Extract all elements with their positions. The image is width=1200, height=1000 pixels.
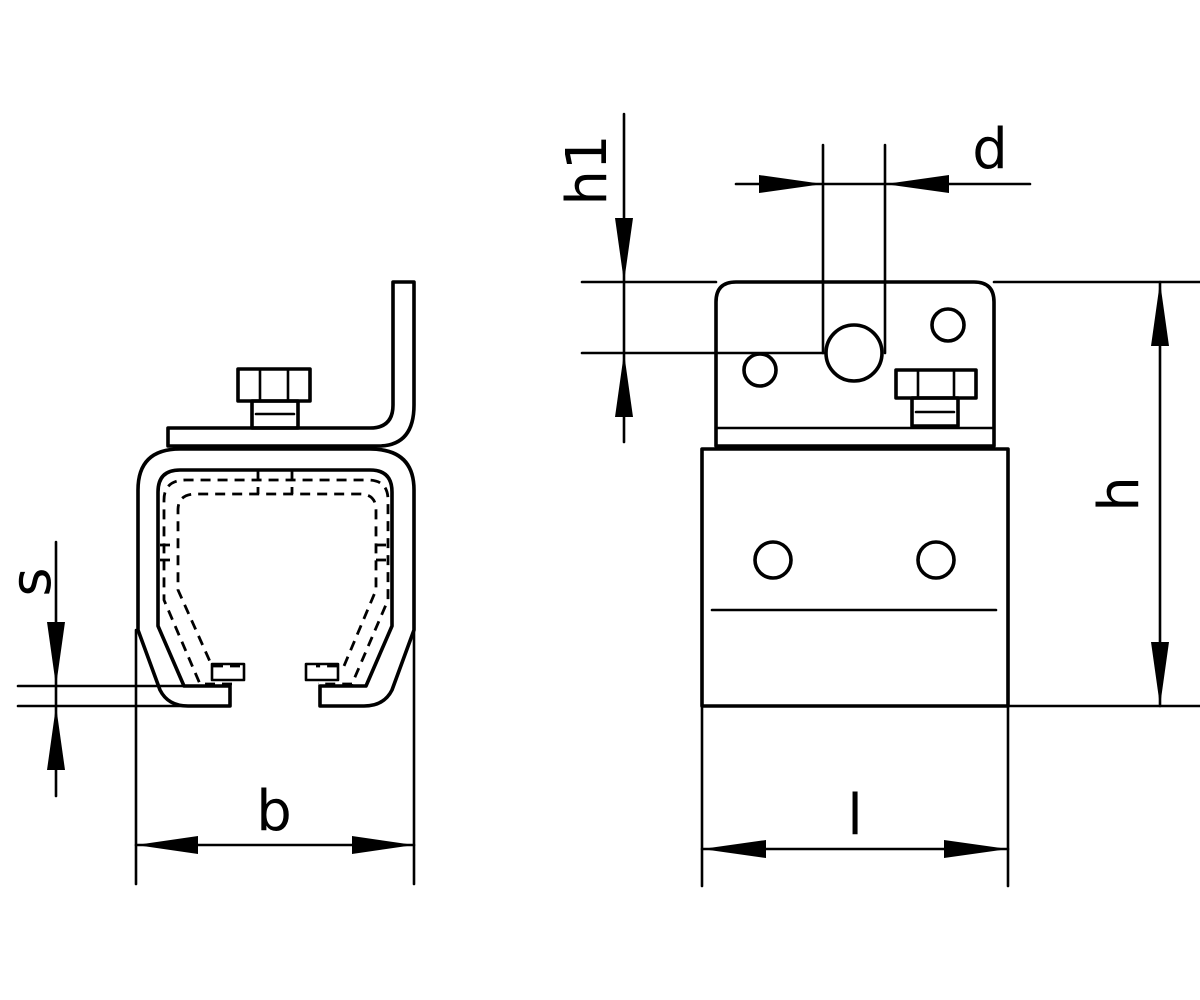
hanger-bracket — [166, 280, 416, 448]
rail-profile-outer — [136, 447, 416, 708]
label-h1: h1 — [555, 134, 620, 205]
side-bolt-head — [894, 368, 978, 400]
label-s: s — [0, 567, 64, 596]
bolt-head — [236, 367, 312, 403]
trolley-body — [700, 447, 1010, 708]
label-d: d — [972, 117, 1008, 182]
label-b: b — [256, 779, 292, 844]
front-view: b s — [0, 280, 416, 886]
body-rivet-right — [916, 540, 956, 580]
body-rivet-left — [753, 540, 793, 580]
trolley-hidden-outline — [176, 492, 378, 668]
plate-hole-right — [930, 307, 966, 343]
label-h: h — [1087, 476, 1152, 512]
side-view: l h h1 d — [555, 112, 1200, 888]
plate-hole-large — [824, 323, 884, 383]
hanger-plate — [714, 280, 996, 448]
bolt-washer — [250, 399, 300, 430]
plate-hole-left — [742, 352, 778, 388]
label-l: l — [847, 783, 863, 848]
